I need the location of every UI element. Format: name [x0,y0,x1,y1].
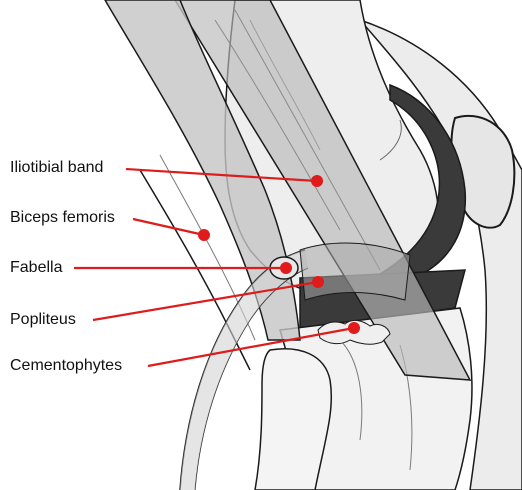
label-iliotibial-band: Iliotibial band [10,159,103,177]
label-cementophytes: Cementophytes [10,357,122,375]
marker-dot-biceps [198,229,210,241]
leader-line-biceps [133,219,204,235]
marker-dot-fabella [280,262,292,274]
label-fabella: Fabella [10,259,62,277]
fibula-head [255,349,331,490]
marker-dot-popliteus [312,276,324,288]
marker-dot-cementophytes [348,322,360,334]
popliteus-muscle [300,243,410,300]
label-popliteus: Popliteus [10,311,76,329]
marker-dot-iliotibial [311,175,323,187]
label-biceps-femoris: Biceps femoris [10,209,115,227]
